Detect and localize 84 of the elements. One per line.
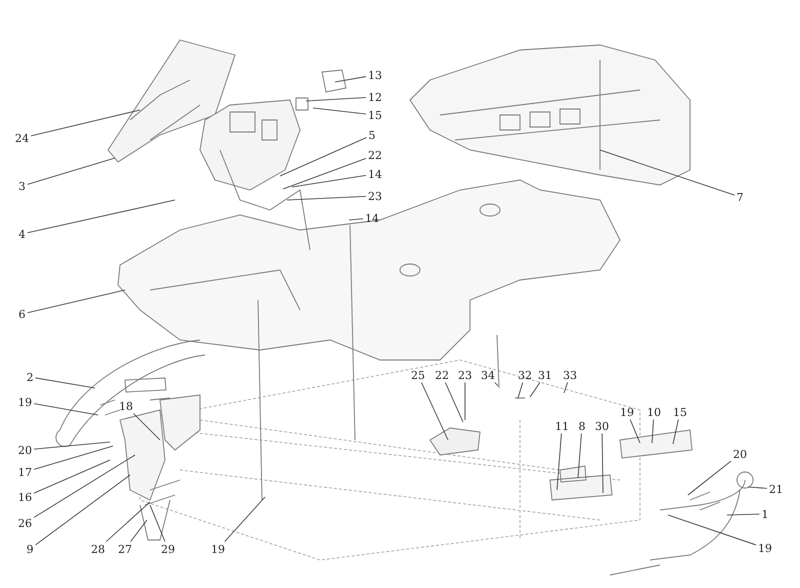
callout-number: 5 (368, 128, 376, 142)
callout-number: 1 (760, 508, 770, 520)
leader-line (27, 158, 116, 185)
leader-line (334, 76, 366, 82)
callout-number: 2 (26, 370, 34, 384)
leader-line (688, 460, 732, 496)
callout-number: 19 (17, 396, 33, 408)
leader-line (348, 218, 364, 220)
leader-line (518, 382, 524, 398)
leader-line (578, 433, 582, 478)
leader-line (530, 382, 540, 398)
callout-number: 14 (364, 212, 380, 224)
leader-line (312, 108, 366, 114)
leader-line (27, 200, 176, 234)
leader-line (27, 290, 126, 314)
leader-line (34, 403, 98, 416)
leader-line (556, 433, 562, 490)
callout-number: 34 (480, 368, 496, 382)
callout-number: 27 (117, 542, 133, 556)
callout-number: 24 (14, 132, 30, 144)
leader-line (150, 504, 166, 542)
leader-line (652, 419, 654, 444)
callout-number: 15 (672, 406, 688, 418)
callout-number: 22 (434, 368, 450, 382)
callout-number: 26 (17, 516, 33, 530)
leader-line (286, 196, 366, 200)
callout-number: 18 (118, 400, 134, 412)
leader-line (726, 514, 760, 516)
callout-number: 23 (457, 368, 473, 382)
callout-number: 4 (18, 228, 26, 240)
callout-number: 33 (562, 368, 578, 382)
callout-number: 10 (646, 406, 662, 418)
leader-line (668, 514, 756, 546)
leader-line (748, 486, 768, 489)
callout-number: 6 (18, 308, 26, 320)
leader-line (34, 454, 136, 518)
callout-number: 19 (619, 406, 635, 418)
leader-line (292, 175, 366, 188)
leader-line (34, 442, 110, 450)
leader-line (106, 502, 150, 542)
leader-line (130, 520, 148, 542)
callout-number: 20 (732, 448, 748, 460)
leader-line (280, 137, 367, 176)
leader-line (421, 382, 448, 440)
leader-line (34, 460, 110, 494)
leader-line (564, 382, 568, 394)
leader-line (35, 378, 96, 388)
leader-line (282, 158, 366, 190)
callout-number: 9 (26, 542, 34, 556)
leader-line (672, 419, 679, 444)
callout-number: 32 (517, 368, 533, 382)
callout-number: 8 (578, 420, 586, 432)
callout-number: 16 (17, 490, 33, 504)
leader-line (444, 382, 464, 422)
leader-line (35, 474, 130, 546)
callout-number: 28 (90, 542, 106, 556)
callout-number: 19 (210, 542, 226, 556)
leader-line (494, 382, 498, 386)
callout-number: 12 (367, 90, 383, 104)
callout-number: 15 (367, 108, 383, 122)
callout-number: 31 (537, 368, 553, 382)
callout-number: 20 (17, 444, 33, 456)
callout-number: 23 (367, 190, 383, 202)
leader-line (133, 413, 160, 440)
leader-line (34, 446, 114, 470)
callout-number: 11 (554, 420, 570, 432)
callout-number: 21 (768, 482, 784, 496)
leader-line (602, 433, 604, 494)
callout-number: 25 (410, 368, 426, 382)
callout-number: 29 (160, 542, 176, 556)
leader-line (306, 97, 366, 102)
callout-number: 22 (367, 148, 383, 162)
callout-number: 3 (18, 180, 26, 192)
callout-number: 30 (594, 420, 610, 432)
callout-number: 7 (736, 190, 744, 204)
callout-number: 14 (367, 168, 383, 180)
callout-number: 19 (757, 542, 773, 554)
leader-line (224, 496, 266, 542)
leader-line (464, 382, 466, 420)
leader-line (600, 150, 735, 196)
leader-line (630, 419, 640, 444)
leader-line (30, 110, 140, 136)
callout-number: 17 (17, 466, 33, 478)
callout-number: 13 (367, 68, 383, 82)
